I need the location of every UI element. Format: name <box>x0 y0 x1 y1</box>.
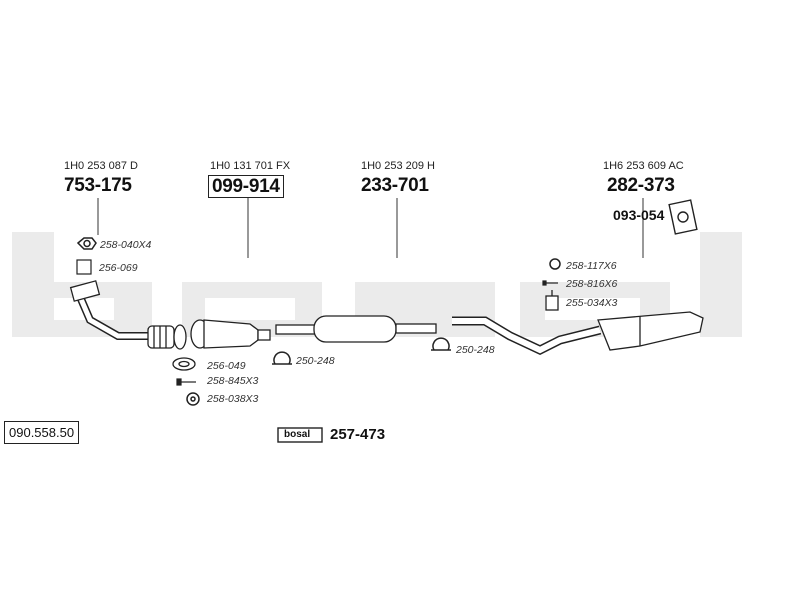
front-pipe <box>69 280 187 350</box>
middle-silencer <box>275 315 437 343</box>
rear-silencer <box>452 311 704 355</box>
hanger-icon <box>545 290 559 311</box>
bosal-badge-text: bosal <box>284 429 311 440</box>
catalytic-converter <box>190 319 271 349</box>
oem-number-3: 1H0 253 209 H <box>361 160 435 172</box>
accessory-label-3: 256-049 <box>207 360 246 372</box>
clamp-icon-2 <box>431 337 451 351</box>
accessory-label-4: 258-845X3 <box>207 375 259 387</box>
leader-lines <box>97 198 644 258</box>
clamp-icon-1 <box>272 351 292 365</box>
oem-number-4: 1H6 253 609 AC <box>603 160 684 172</box>
mount-bracket-icon <box>668 199 698 235</box>
rubber-ring-icon <box>549 258 561 270</box>
accessory-label-9: 258-816X6 <box>566 278 618 290</box>
extra-part-number: 093-054 <box>613 207 665 223</box>
kit-number: 257-473 <box>330 426 386 443</box>
accessory-label-6: 250-248 <box>296 355 335 367</box>
accessory-label-7: 250-248 <box>456 344 495 356</box>
small-bolt-icon <box>542 280 558 286</box>
part-number-3: 233-701 <box>361 175 429 196</box>
part-number-1: 753-175 <box>64 175 132 196</box>
accessory-label-8: 258-117X6 <box>566 260 617 272</box>
part-number-4: 282-373 <box>607 175 675 196</box>
accessory-label-2: 256-069 <box>99 262 138 274</box>
diagram-number: 090.558.50 <box>4 421 80 444</box>
bolt-icon <box>176 378 196 386</box>
accessory-label-1: 258-040X4 <box>100 239 152 251</box>
gasket-ring-icon <box>172 357 196 371</box>
part-number-2: 099-914 <box>208 175 284 198</box>
accessory-label-10: 255-034X3 <box>566 297 618 309</box>
gasket-square-icon <box>76 259 92 275</box>
oem-number-2: 1H0 131 701 FX <box>210 160 291 172</box>
nut-icon <box>76 237 97 250</box>
oem-number-1: 1H0 253 087 D <box>64 160 138 172</box>
bosal-badge-icon <box>277 427 323 443</box>
washer-icon <box>186 392 200 406</box>
accessory-label-5: 258-038X3 <box>207 393 259 405</box>
